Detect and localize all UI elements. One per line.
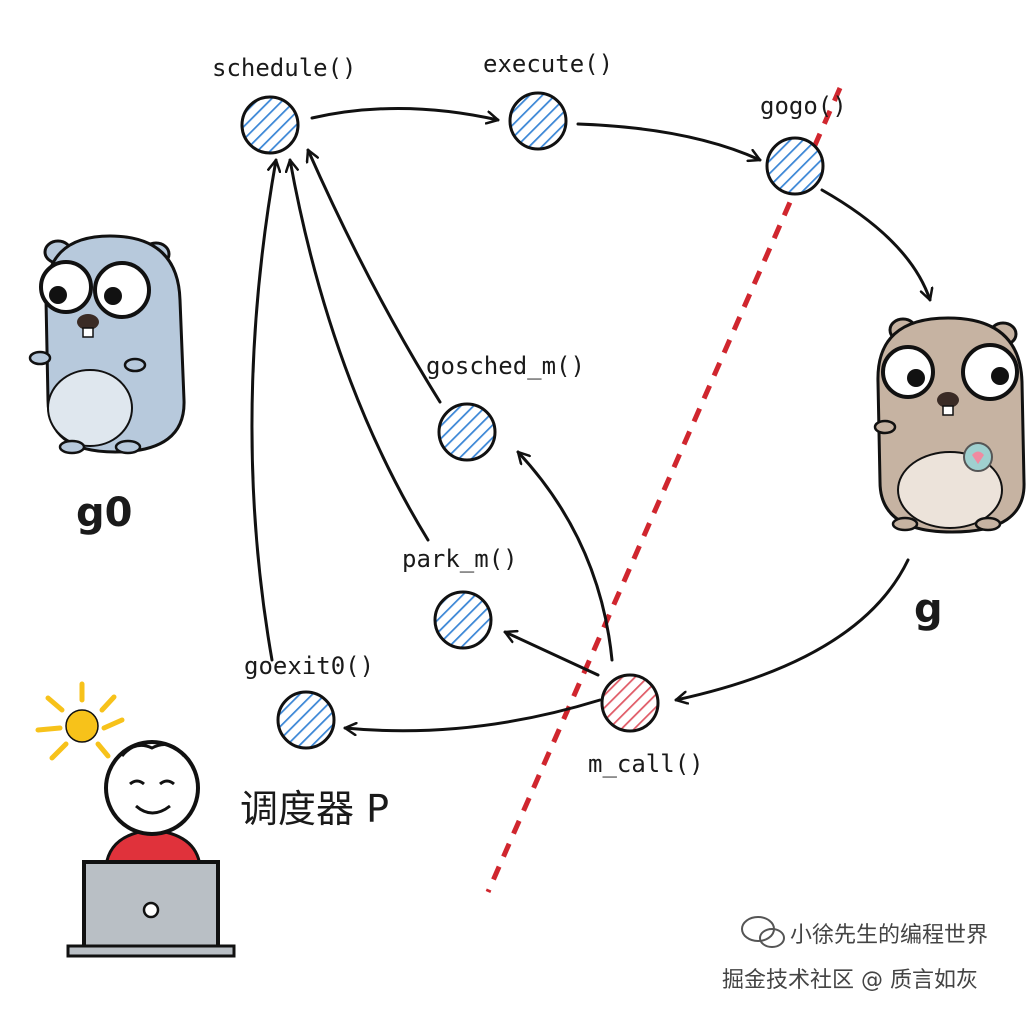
arrow-mcall-park: [503, 632, 600, 677]
gopher-g0-illustration: [28, 234, 186, 455]
sun-icon: [35, 681, 125, 761]
arrow-gogo-g: [820, 188, 930, 302]
node-schedule: [240, 95, 300, 155]
nodes: [240, 91, 825, 750]
arrow-schedule-execute: [310, 107, 500, 120]
arrow-execute-gogo: [576, 122, 762, 160]
arrow-g-mcall: [674, 558, 910, 700]
node-gogo: [765, 136, 825, 196]
node-park: [433, 590, 493, 650]
flow-arrows: [250, 107, 930, 731]
arrow-mcall-gosched: [516, 450, 614, 662]
node-gosched: [437, 402, 497, 462]
node-execute: [508, 91, 568, 151]
label-g0: g0: [76, 490, 133, 536]
label-g: g: [914, 586, 943, 632]
node-mcall: [600, 673, 660, 733]
node-goexit: [276, 690, 336, 750]
label-goexit0: goexit0(): [244, 652, 375, 680]
label-execute: execute(): [483, 50, 614, 78]
wechat-logo-icon: [741, 916, 785, 948]
label-park-m: park_m(): [402, 545, 518, 573]
divider-line: [485, 86, 843, 894]
watermark-source: 掘金技术社区 @ 质言如灰: [722, 968, 978, 993]
arrow-goexit-schedule: [250, 158, 276, 662]
arrow-gosched-schedule: [308, 148, 442, 404]
developer-illustration: [35, 681, 236, 958]
label-scheduler-p: 调度器 P: [240, 787, 389, 831]
label-schedule: schedule(): [212, 54, 357, 82]
label-gogo: gogo(): [760, 92, 847, 120]
arrow-mcall-goexit: [343, 698, 602, 731]
watermark-author: 小徐先生的编程世界: [790, 923, 989, 948]
arrow-park-schedule: [290, 158, 430, 542]
label-m-call: m_call(): [588, 750, 704, 778]
label-gosched-m: gosched_m(): [426, 352, 585, 380]
gopher-g-illustration: [873, 316, 1026, 534]
